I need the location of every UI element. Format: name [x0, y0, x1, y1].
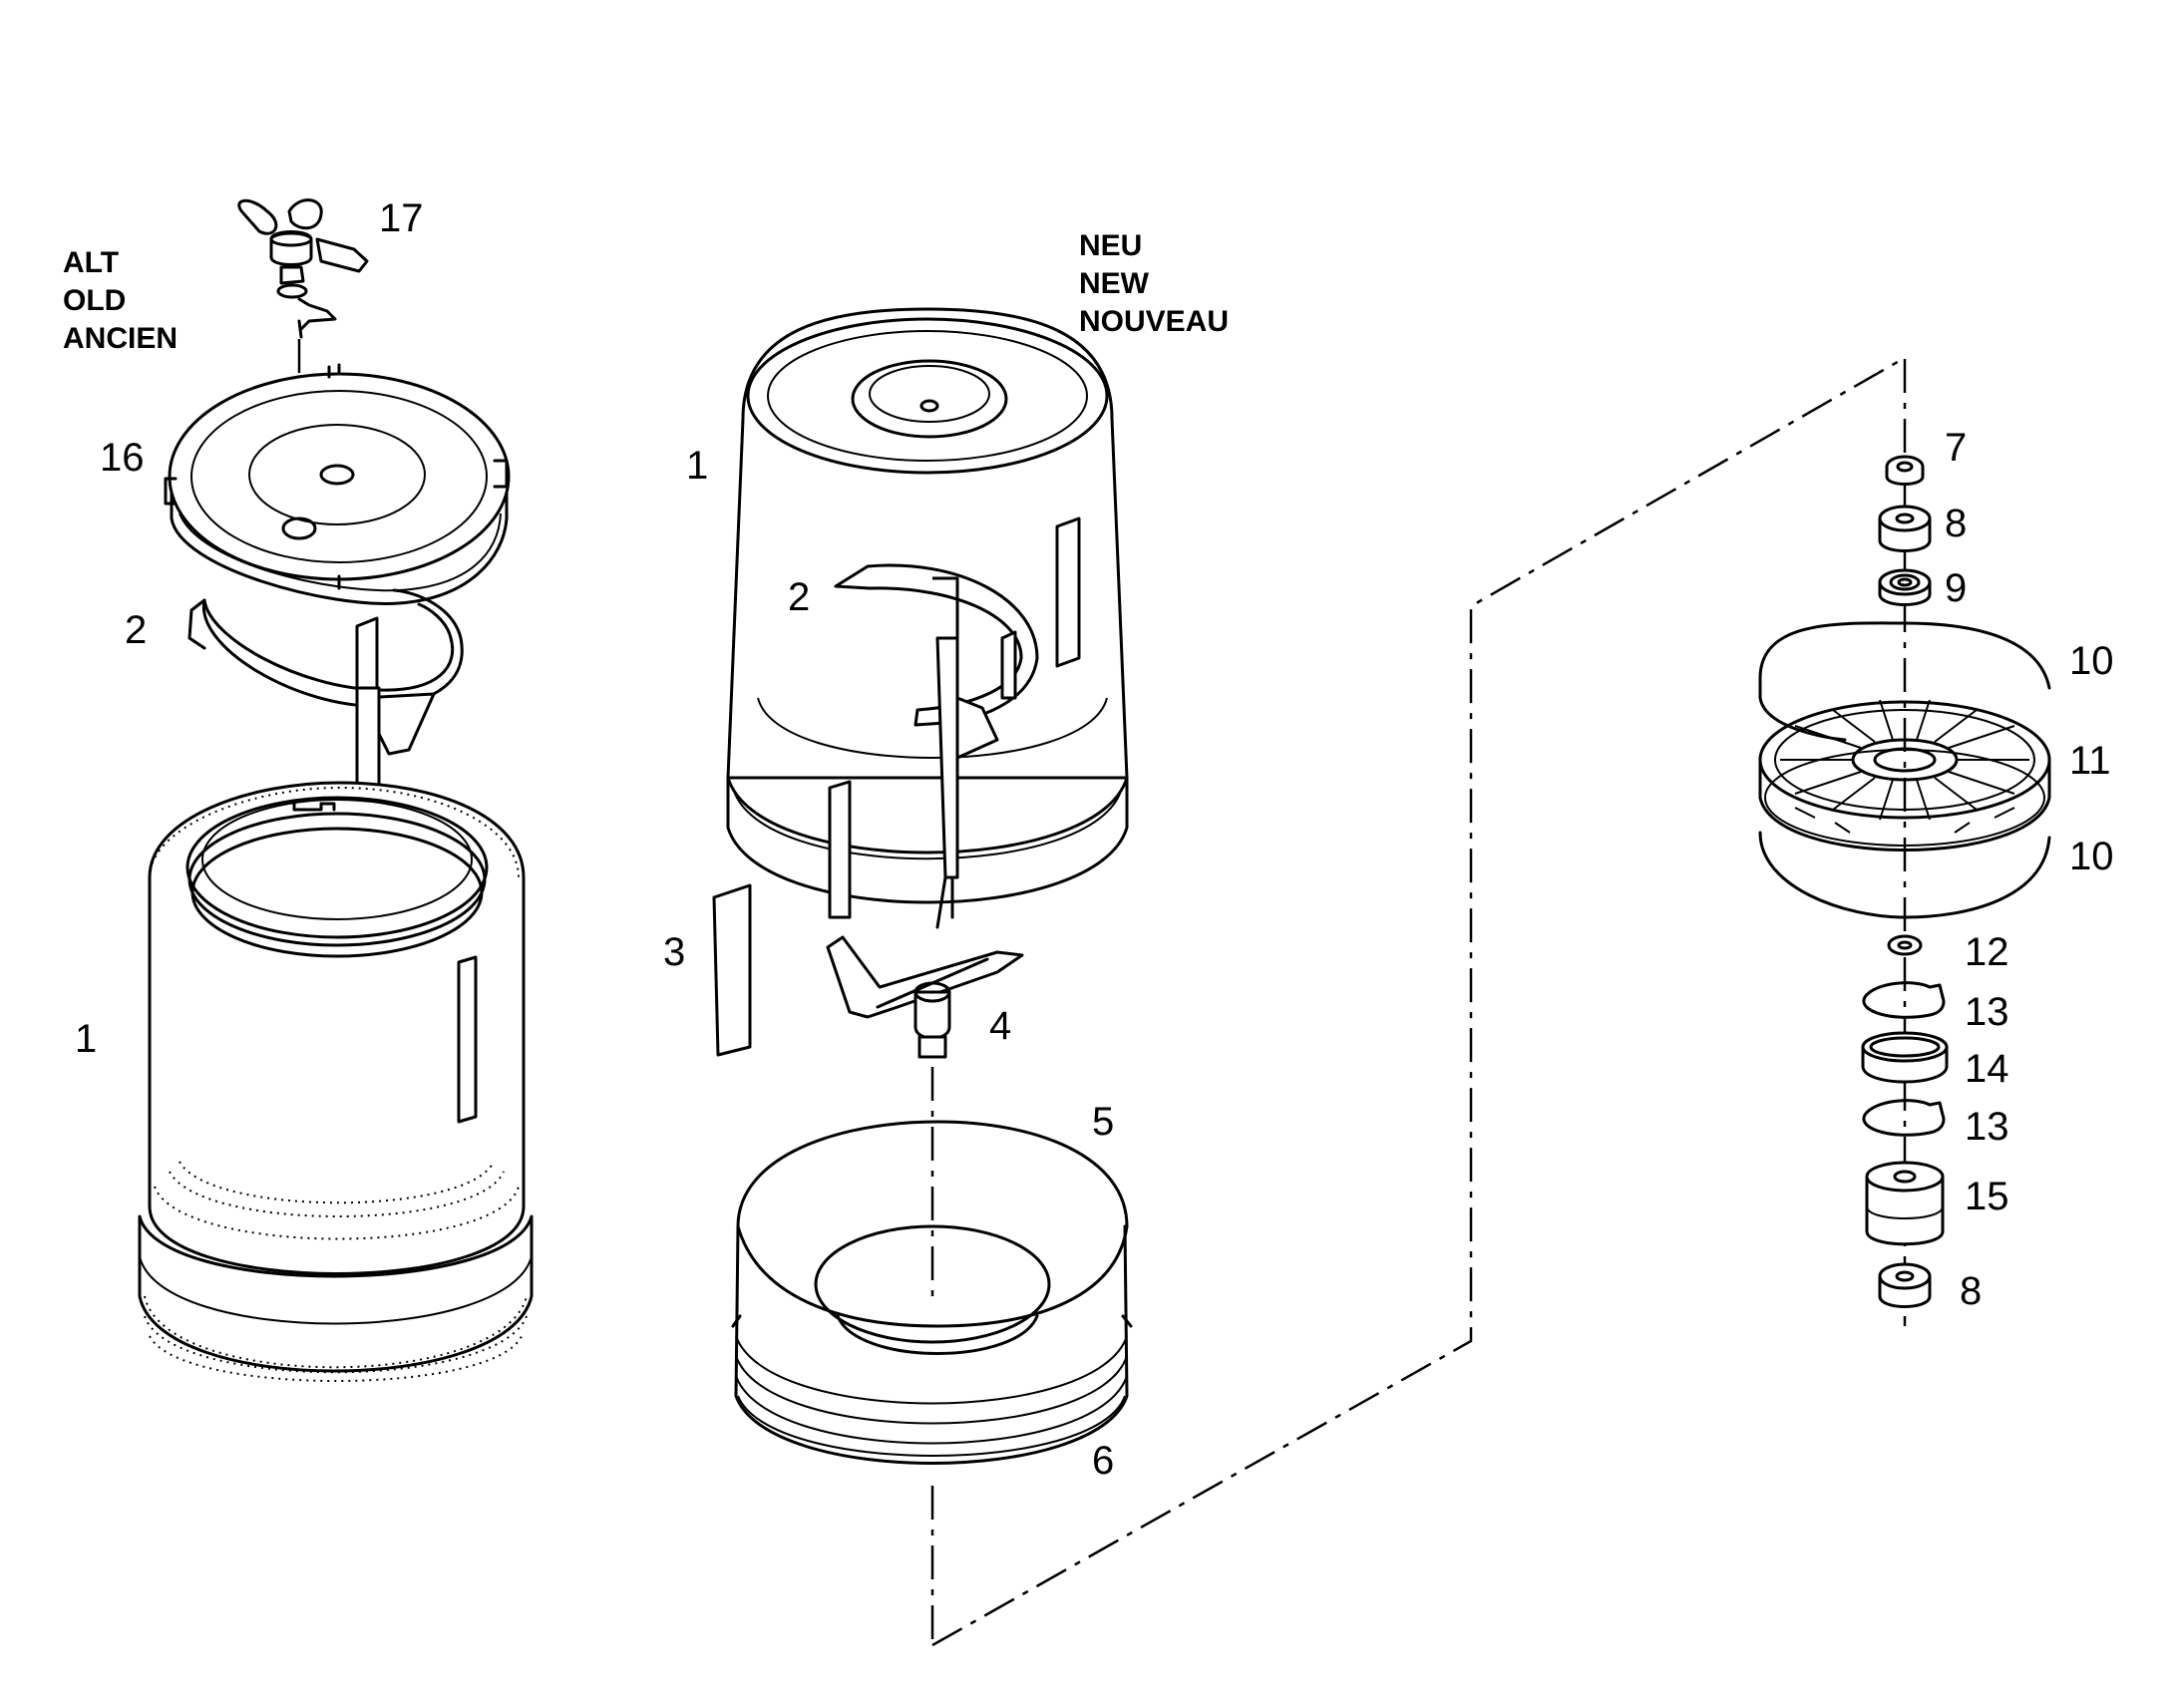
callout-13-top: 13: [1965, 990, 2009, 1034]
callout-3: 3: [663, 930, 685, 974]
callout-14: 14: [1965, 1047, 2009, 1091]
old-version-caption: ALT OLD ANCIEN: [63, 246, 178, 355]
caption-new-line-1: NEU: [1079, 229, 1142, 262]
part-8-top-bushing: [1878, 505, 1932, 552]
new-version-caption: NEU NEW NOUVEAU: [1079, 229, 1229, 338]
callout-9: 9: [1945, 566, 1967, 610]
callout-1-new: 1: [686, 444, 708, 488]
part-3-seal-strip: [712, 883, 752, 1057]
part-5-funnel: [736, 1120, 1129, 1355]
new-version-assembly: [712, 307, 1904, 1647]
callout-12: 12: [1965, 930, 2009, 974]
part-9-bearing: [1878, 568, 1932, 606]
callout-4: 4: [989, 1004, 1011, 1048]
part-15-bushing: [1865, 1161, 1945, 1246]
part-7-washer: [1885, 455, 1925, 486]
part-17-key-lock: [237, 198, 369, 339]
callout-8-bottom: 8: [1960, 1269, 1982, 1313]
part-12-washer: [1887, 934, 1923, 956]
callout-10-bottom: 10: [2069, 835, 2114, 878]
part-4-coupling: [826, 935, 1024, 1059]
old-version-assembly: [138, 198, 534, 1382]
callout-8-top: 8: [1945, 502, 1967, 545]
part-11-wheel: [1758, 699, 2051, 852]
drive-detail-assembly: [1758, 359, 2051, 1326]
callout-5: 5: [1092, 1100, 1114, 1144]
caption-old-line-2: OLD: [63, 284, 126, 317]
part-10-bottom-seal-ring: [1758, 831, 2051, 919]
callout-11: 11: [2069, 739, 2111, 783]
callout-6: 6: [1092, 1439, 1114, 1483]
callout-2-old: 2: [125, 608, 147, 652]
caption-new-line-3: NOUVEAU: [1079, 305, 1229, 338]
callout-15: 15: [1965, 1175, 2009, 1218]
callout-16: 16: [100, 436, 145, 480]
part-14-sleeve: [1861, 1031, 1949, 1084]
caption-old-line-1: ALT: [63, 246, 119, 279]
callout-13-bottom: 13: [1965, 1105, 2009, 1149]
callout-17: 17: [379, 196, 424, 240]
callout-7: 7: [1945, 426, 1967, 470]
part-13-bottom-circlip: [1862, 1099, 1946, 1137]
caption-old-line-3: ANCIEN: [63, 322, 178, 355]
callout-1-old: 1: [75, 1017, 97, 1061]
caption-new-line-2: NEW: [1079, 267, 1150, 300]
part-1-old-container: [138, 781, 534, 1382]
callout-numbers: 17 16 2 1 1 2 3 4 5 6 7 8 9 10 11 10 12 …: [75, 196, 2114, 1483]
part-8-bottom-bushing: [1878, 1262, 1932, 1308]
part-6-threaded-ring: [731, 1224, 1133, 1465]
callout-2-new: 2: [788, 575, 810, 619]
part-2-new-mixer-arm: [834, 563, 1039, 929]
part-16-lid: [164, 363, 511, 605]
part-13-top-circlip: [1862, 981, 1946, 1019]
callout-10-top: 10: [2069, 639, 2114, 683]
transfer-path-line: [931, 357, 1904, 1647]
